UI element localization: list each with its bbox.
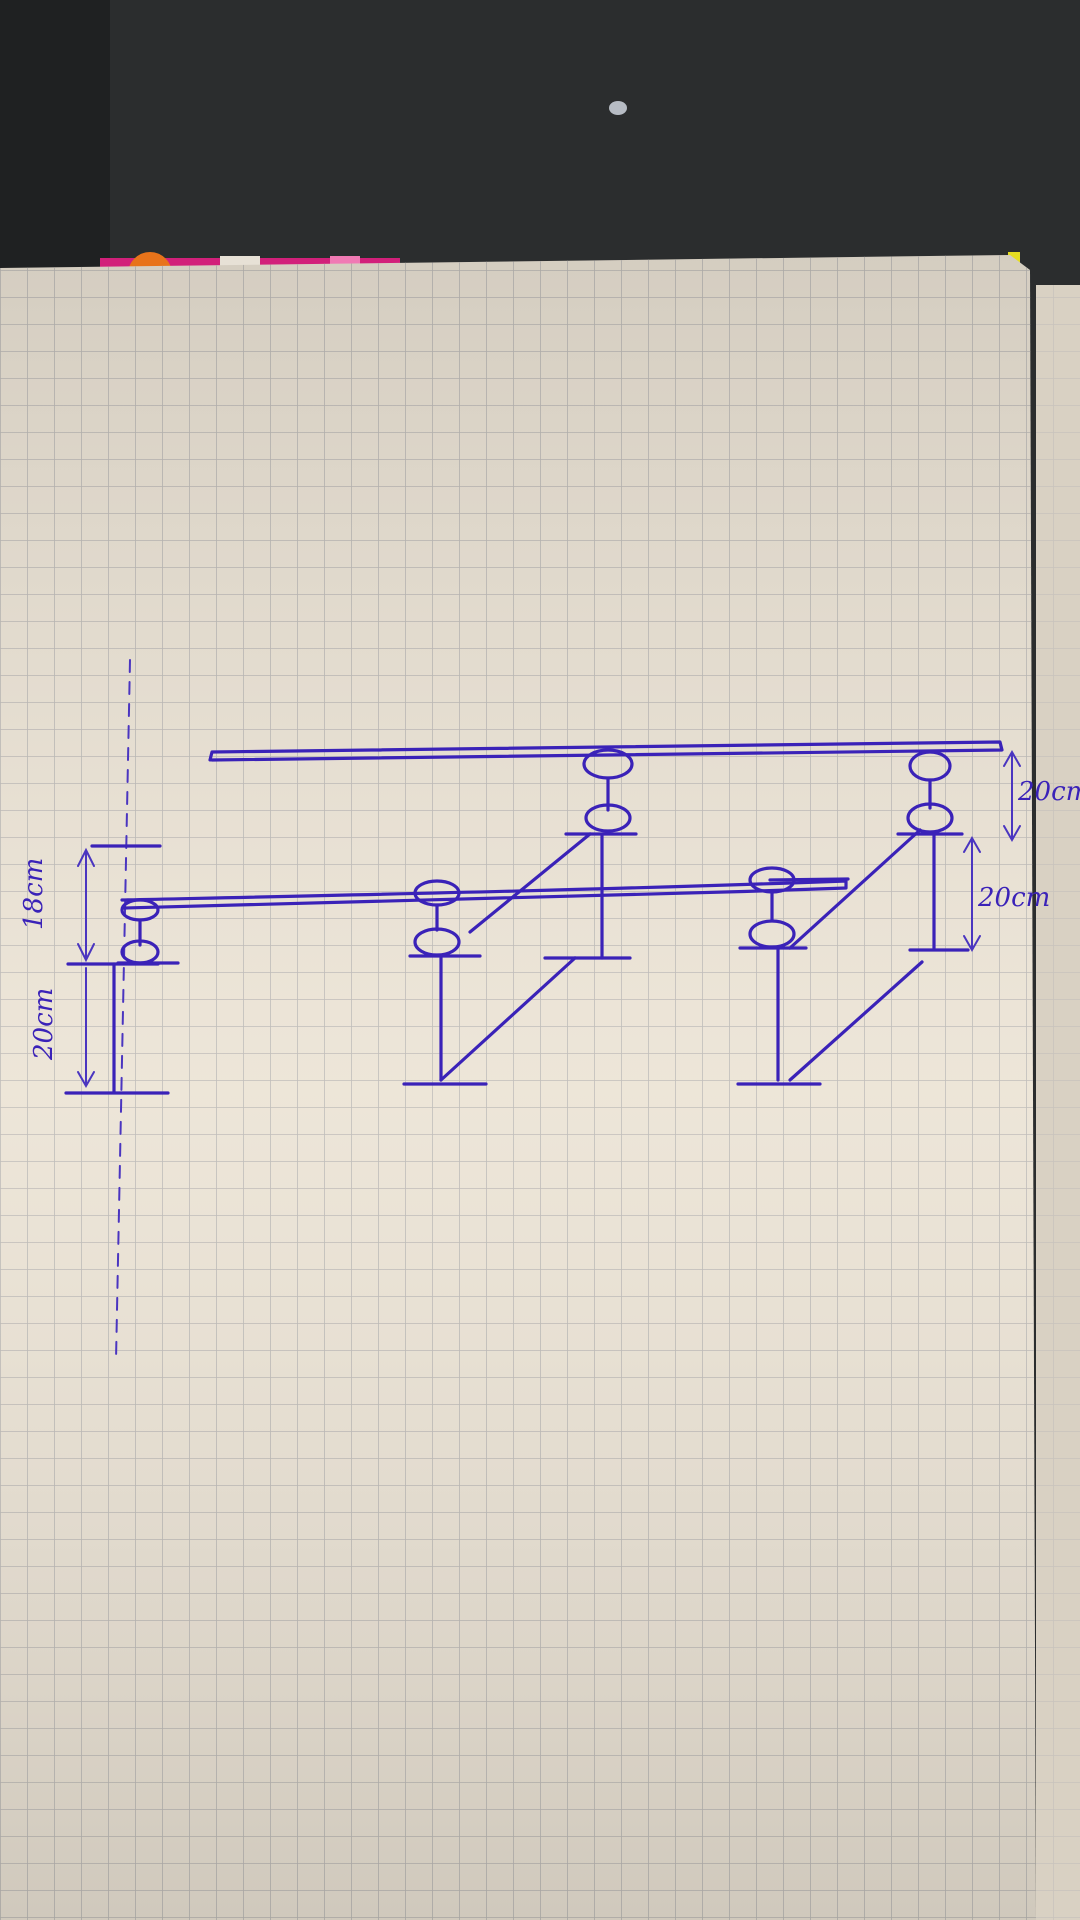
label-right-upper: 20cm	[1017, 777, 1080, 807]
upper-middle-post	[468, 748, 638, 960]
upper-rail	[208, 740, 1004, 762]
label-left-lower: 20cm	[29, 988, 59, 1061]
upper-right-post	[896, 749, 1021, 953]
lower-rail	[120, 879, 848, 910]
notebook-page	[0, 255, 1036, 1920]
label-left-upper: 18cm	[19, 858, 49, 930]
reference-line	[115, 659, 131, 1361]
left-post	[64, 844, 180, 1095]
middle-left-post	[402, 879, 632, 1086]
middle-right-post	[736, 828, 924, 1086]
sketch-drawing: 18cm 20cm 20cm 20cm	[19, 659, 1080, 1361]
label-right-middle: 20cm	[977, 883, 1050, 913]
